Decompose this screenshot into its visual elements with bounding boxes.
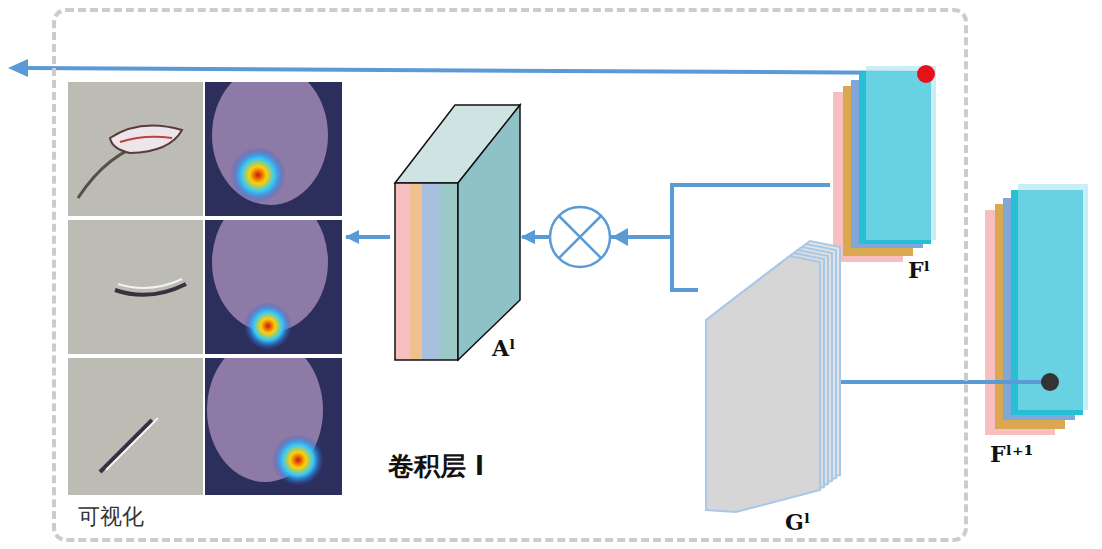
heatmap-tile [205,358,342,495]
gradient-tile [118,279,182,288]
tensor-label: Fˡ [908,258,930,282]
layer-label: 卷积层 l [388,452,484,481]
tensor-block [866,66,936,240]
connector-arrow [828,380,982,384]
output-arrow [24,68,925,73]
tensor-block [440,183,458,360]
gradient-tile [120,137,172,142]
tensor-block [395,183,410,360]
multiply-symbol [550,207,610,267]
tensor-block: Aˡ [390,98,522,366]
tensor-block: Fˡ⁺¹ [982,175,1094,481]
heatmap-tile [212,82,328,205]
multiply-symbol [559,216,601,258]
gradient-tile [68,82,203,495]
tensor-label: Aˡ [492,336,516,360]
panel-label: 可视化 [78,505,144,529]
gradient-tile [106,418,158,470]
tensor-block: Fˡ [830,55,942,287]
tensor-block [410,183,422,360]
visualization-panel: 可视化 [66,80,346,540]
output-arrow [8,59,925,77]
multiply-symbol [550,207,628,267]
tensor-block [982,380,1050,384]
tensor-label: Fˡ⁺¹ [990,442,1033,466]
multiply-symbol [612,228,628,246]
heatmap-tile [205,65,342,495]
connector-arrow [346,235,390,239]
heatmap-tile [272,434,324,486]
tensor-block [833,65,936,262]
gradient-tile [68,220,203,354]
multiply-symbol [559,216,601,258]
gradient-tile [100,420,152,472]
layer-frame: 卷积层 l 可视化 Aˡ FˡGˡ [52,8,968,542]
tensor-block [982,184,1088,435]
tensor-label: Gˡ [785,510,810,534]
gradient-tile [68,82,203,216]
tensor-block [395,105,520,360]
output-arrow [8,59,28,77]
tensor-block [917,65,935,83]
tensor-block [706,241,840,512]
tensor-block [706,256,820,512]
tensor-block [1018,184,1088,410]
heatmap-tile [230,147,286,203]
tensor-block [458,105,520,360]
heatmap-tile [205,220,342,354]
heatmap-tile [244,302,292,350]
tensor-block [395,183,458,360]
tensor-block: Gˡ [698,250,828,538]
gradient-tile [68,358,203,495]
heatmap-tile [205,82,342,216]
tensor-block [422,183,440,360]
tensor-block [1041,373,1059,391]
gradient-tile [110,126,182,154]
